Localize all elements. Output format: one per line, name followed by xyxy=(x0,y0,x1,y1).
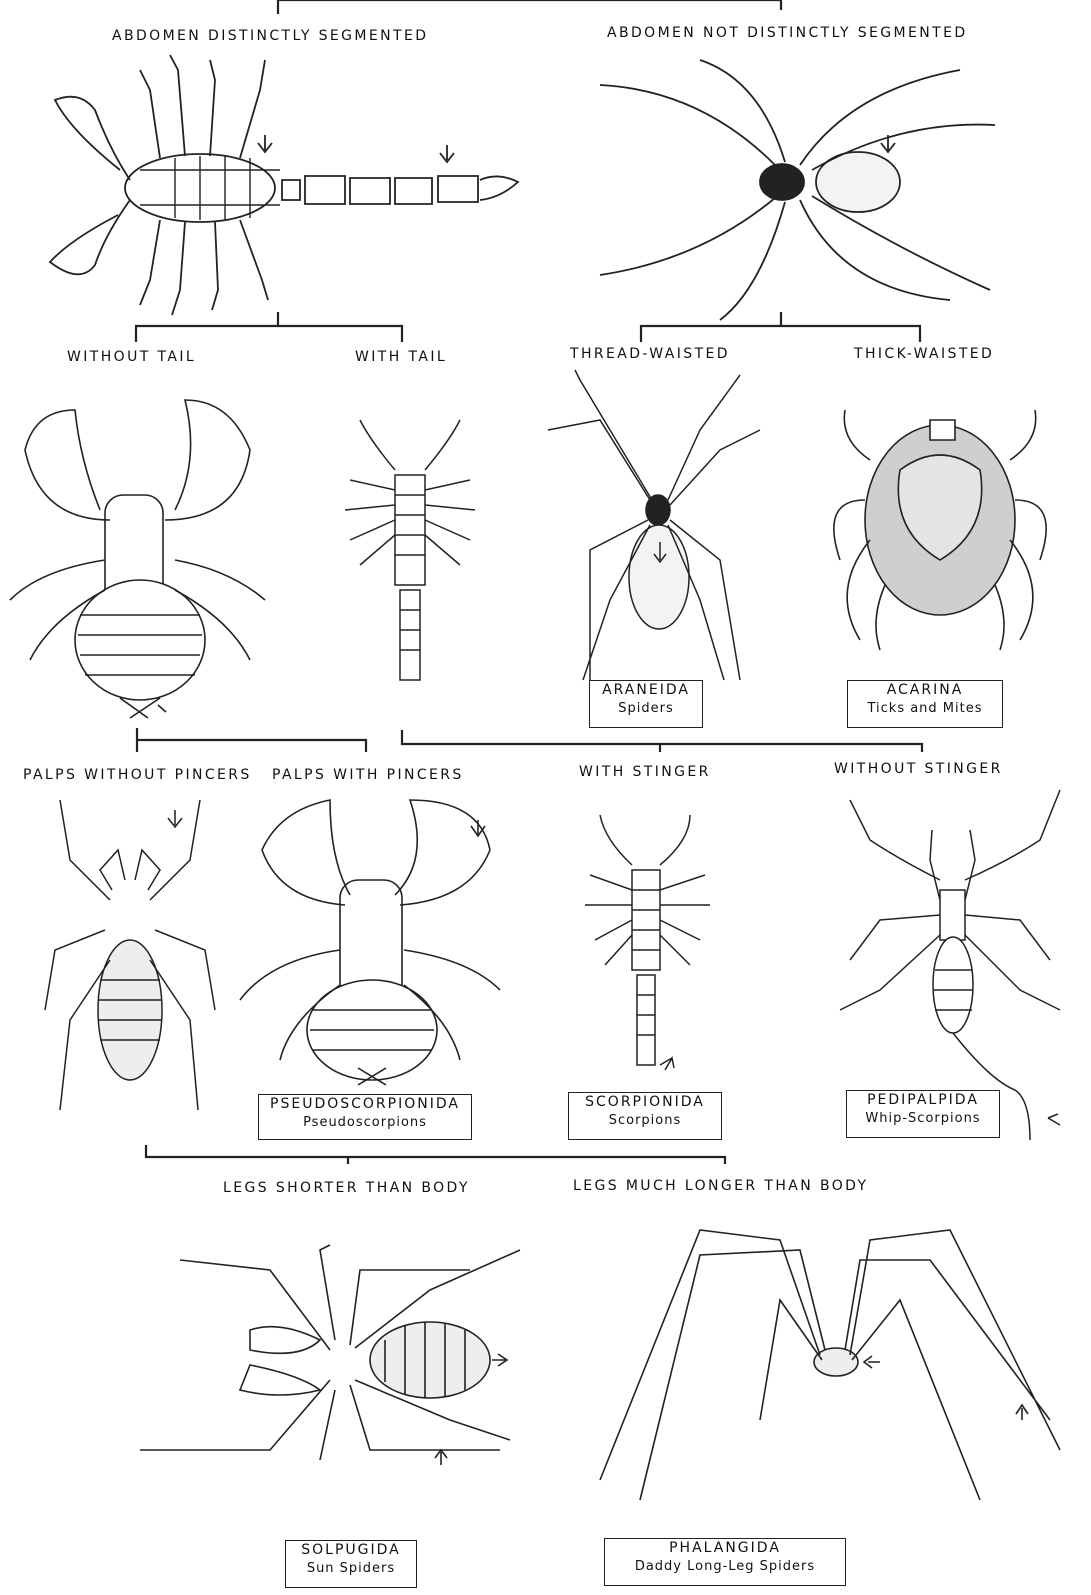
solpugid-small-illustration xyxy=(45,800,215,1110)
phalangida-illustration xyxy=(600,1230,1060,1500)
common-name: Spiders xyxy=(590,700,702,717)
label-with-stinger: WITH STINGER xyxy=(579,764,711,780)
scorpion-small-illustration xyxy=(345,420,475,680)
order-name: PHALANGIDA xyxy=(605,1539,845,1558)
order-box-phalangida: PHALANGIDA Daddy Long-Leg Spiders xyxy=(604,1538,846,1586)
bracket-without-tail xyxy=(137,728,366,752)
order-box-araneida: ARANEIDA Spiders xyxy=(589,680,703,728)
order-box-acarina: ACARINA Ticks and Mites xyxy=(847,680,1003,728)
common-name: Sun Spiders xyxy=(286,1560,416,1577)
common-name: Scorpions xyxy=(569,1112,721,1129)
scorpion-stinger-illustration xyxy=(585,815,710,1070)
spider-large-illustration xyxy=(600,60,995,320)
label-without-tail: WITHOUT TAIL xyxy=(67,349,196,365)
label-without-stinger: WITHOUT STINGER xyxy=(834,761,1003,777)
label-palps-with-pincers: PALPS WITH PINCERS xyxy=(272,767,464,783)
bracket-without-stinger xyxy=(146,1145,725,1164)
order-name: ARANEIDA xyxy=(590,681,702,700)
order-box-solpugida: SOLPUGIDA Sun Spiders xyxy=(285,1540,417,1588)
araneida-illustration xyxy=(548,370,760,680)
label-palps-without-pincers: PALPS WITHOUT PINCERS xyxy=(23,767,252,783)
label-legs-longer: LEGS MUCH LONGER THAN BODY xyxy=(573,1178,869,1194)
scorpion-large-illustration xyxy=(50,55,518,315)
pedipalpida-illustration xyxy=(840,790,1060,1140)
label-legs-shorter: LEGS SHORTER THAN BODY xyxy=(223,1180,470,1196)
pseudoscorpion-pincers-illustration xyxy=(240,800,500,1085)
pseudoscorpion-illustration xyxy=(10,400,265,718)
bracket-not-segmented xyxy=(641,312,920,342)
order-name: PEDIPALPIDA xyxy=(847,1091,999,1110)
order-name: ACARINA xyxy=(848,681,1002,700)
label-thread-waisted: THREAD-WAISTED xyxy=(570,346,730,362)
common-name: Whip-Scorpions xyxy=(847,1110,999,1127)
label-abdomen-segmented: ABDOMEN DISTINCTLY SEGMENTED xyxy=(112,28,428,44)
label-thick-waisted: THICK-WAISTED xyxy=(854,346,994,362)
common-name: Pseudoscorpions xyxy=(259,1114,471,1131)
bracket-top xyxy=(278,0,781,14)
order-name: PSEUDOSCORPIONIDA xyxy=(259,1095,471,1114)
common-name: Ticks and Mites xyxy=(848,700,1002,717)
common-name: Daddy Long-Leg Spiders xyxy=(605,1558,845,1575)
bracket-with-tail xyxy=(402,730,922,752)
order-box-pseudoscorpionida: PSEUDOSCORPIONIDA Pseudoscorpions xyxy=(258,1094,472,1140)
order-name: SOLPUGIDA xyxy=(286,1541,416,1560)
label-with-tail: WITH TAIL xyxy=(355,349,447,365)
solpugida-illustration xyxy=(140,1245,520,1465)
bracket-segmented xyxy=(136,312,402,342)
order-box-pedipalpida: PEDIPALPIDA Whip-Scorpions xyxy=(846,1090,1000,1138)
order-box-scorpionida: SCORPIONIDA Scorpions xyxy=(568,1092,722,1140)
acarina-illustration xyxy=(834,410,1046,650)
order-name: SCORPIONIDA xyxy=(569,1093,721,1112)
label-abdomen-not-segmented: ABDOMEN NOT DISTINCTLY SEGMENTED xyxy=(607,25,968,41)
